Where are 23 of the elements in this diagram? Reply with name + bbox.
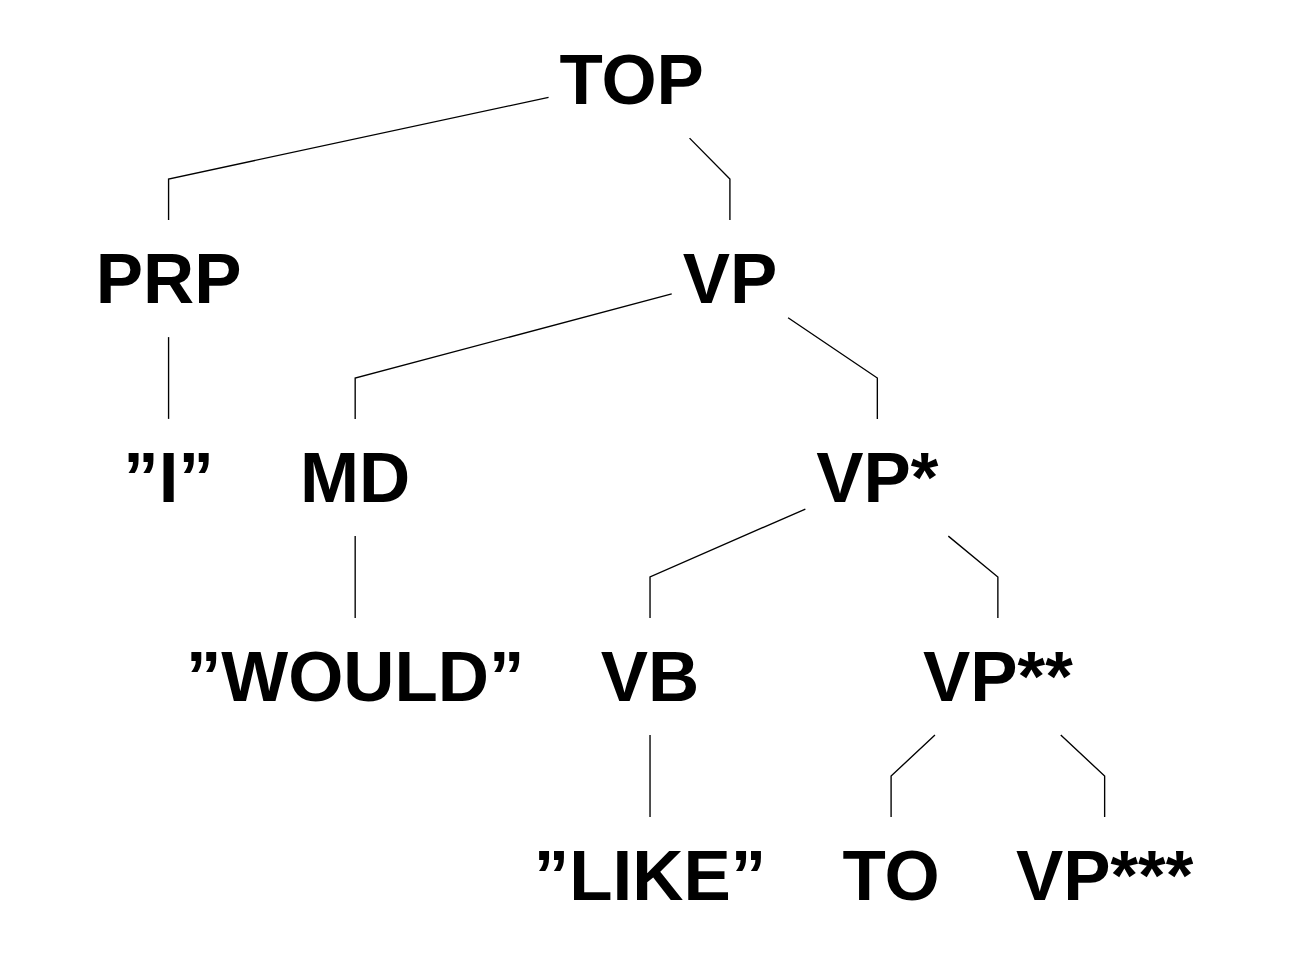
connector: [688, 137, 731, 221]
connector: [890, 734, 936, 818]
node-text: TO: [842, 835, 940, 916]
connector: [649, 508, 807, 619]
node-text: VB: [600, 636, 700, 717]
connector: [167, 336, 170, 420]
node-text: MD: [300, 437, 411, 518]
connector: [1060, 734, 1106, 818]
node-text: PRP: [95, 238, 242, 319]
node-text: ”WOULD”: [185, 636, 525, 717]
node-text: VP*: [816, 437, 939, 518]
node-text: ”LIKE”: [533, 835, 767, 916]
connector: [354, 293, 673, 420]
node-text: ”I”: [123, 437, 214, 518]
node-text: TOP: [559, 39, 704, 120]
node-text: VP**: [923, 636, 1073, 717]
connector: [649, 734, 651, 818]
node-text: VP: [682, 238, 778, 319]
node-text: VP***: [1016, 835, 1194, 916]
connector: [947, 535, 999, 619]
connector: [787, 317, 878, 420]
connector: [354, 535, 356, 619]
connector: [167, 96, 550, 221]
